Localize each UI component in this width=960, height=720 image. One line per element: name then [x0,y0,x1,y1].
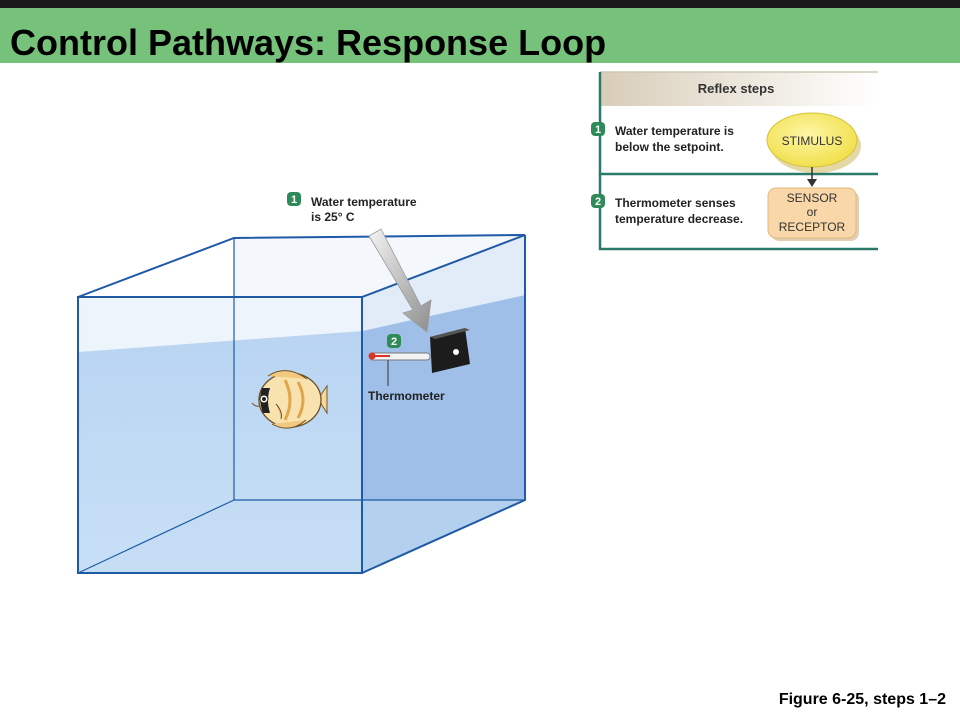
figure-caption: Figure 6-25, steps 1–2 [778,691,946,708]
step-2-badge-tank: 2 [387,334,401,348]
water-temp-callout-line1: Water temperature [311,195,417,209]
reflex-steps-panel [598,71,878,251]
thermometer-device [368,328,470,386]
stimulus-to-sensor-arrow [807,167,817,187]
reflex-step-2-line2: temperature decrease. [615,212,743,226]
title-bar: Control Pathways: Response Loop [0,8,960,63]
reflex-step-1-badge: 1 [591,122,605,136]
page-title: Control Pathways: Response Loop [10,22,607,63]
reflex-step-1-line1: Water temperature is [615,124,734,138]
sensor-label-line3: RECEPTOR [779,220,846,234]
reflex-steps-heading: Reflex steps [698,81,775,96]
fish-illustration [251,370,328,429]
svg-text:2: 2 [391,336,397,348]
svg-text:1: 1 [595,124,601,136]
top-border [0,0,960,8]
sensor-label-line2: or [807,205,818,219]
thermometer-label: Thermometer [368,389,445,403]
water-temp-callout-line2: is 25° C [311,210,355,224]
reflex-step-2-line1: Thermometer senses [615,196,736,210]
callout-arrow [368,228,432,333]
svg-text:2: 2 [595,196,601,208]
sensor-label-line1: SENSOR [787,191,838,205]
svg-text:1: 1 [291,194,297,206]
stimulus-label: STIMULUS [782,134,843,148]
reflex-step-2-badge: 2 [591,194,605,208]
stimulus-node [766,112,861,173]
sensor-receptor-node [767,187,859,241]
reflex-step-1-line2: below the setpoint. [615,140,724,154]
step-1-badge-tank: 1 [287,192,301,206]
